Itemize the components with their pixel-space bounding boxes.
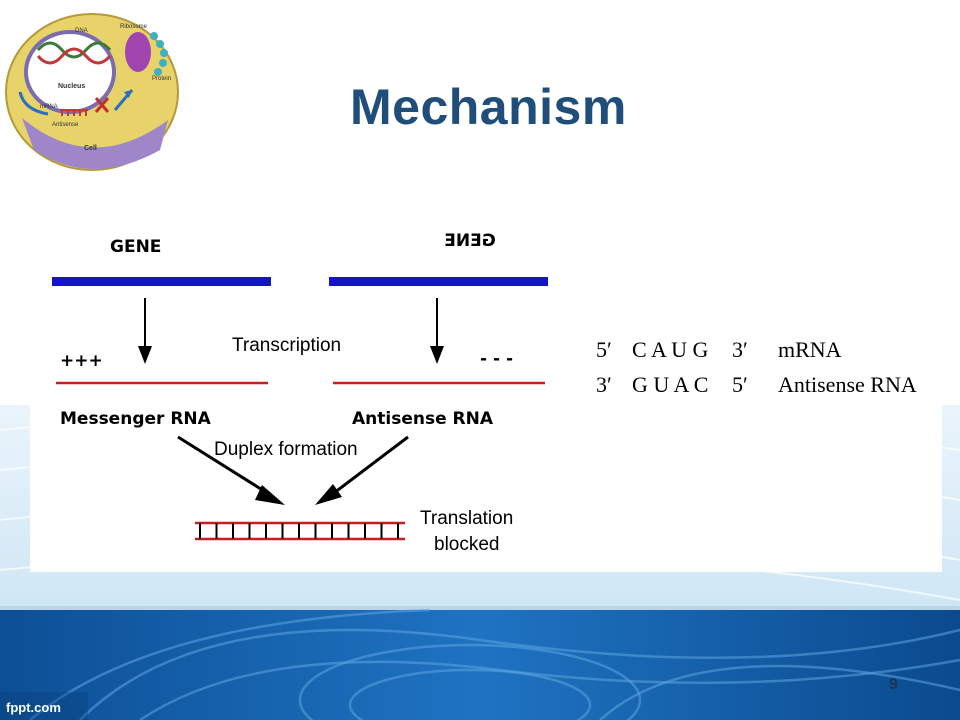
sequence-pairing: 5′ C A U G 3′ mRNA 3′ G U A C 5′ Antisen… [596, 337, 917, 397]
logo-label-nucleus: Nucleus [58, 83, 85, 90]
seq-row1-five: 5′ [596, 337, 612, 362]
gene-label-right-mirrored: GENE [444, 231, 495, 251]
gene-label-left: GENE [110, 237, 161, 257]
logo-label-mrna: mRNA [40, 104, 58, 110]
transcription-label: Transcription [232, 335, 341, 356]
cell-membrane [22, 118, 168, 169]
translation-label-line1: Translation [420, 508, 513, 529]
logo-label-antisense: Antisense [52, 122, 79, 128]
slide-title: Mechanism [350, 79, 627, 135]
messenger-rna-label: Messenger RNA [60, 409, 212, 429]
duplex-formation-label: Duplex formation [214, 439, 358, 460]
seq-row2-five: 3′ [596, 372, 612, 397]
duplex-arrow-right [329, 435, 409, 498]
translation-arrowhead [124, 90, 132, 98]
seq-row2-label: Antisense RNA [778, 372, 917, 397]
seq-row2-bases: G U A C [632, 372, 708, 397]
content-panel [30, 212, 942, 572]
logo-label-cell: Cell [84, 145, 97, 152]
cell-logo: DNA Ribosome Protein Nucleus mRNA Antise… [5, 13, 179, 171]
duplex-arrowhead-right [315, 484, 342, 505]
seq-row1-three: 3′ [732, 337, 748, 362]
antisense-diagram: GENE GENE Transcription +++ - - - Messen… [52, 231, 548, 555]
blocked-x-icon [94, 97, 110, 113]
dna-strand-2 [36, 47, 112, 65]
charge-label-left: +++ [60, 351, 103, 371]
duplex-arrow-left [177, 435, 273, 498]
gene-label-right: GENE [444, 231, 495, 251]
gene-bar-left [52, 277, 271, 286]
footer-divider [0, 606, 960, 610]
logo-label-protein: Protein [152, 76, 171, 82]
transcription-arrowhead-right [430, 346, 444, 364]
footer-swirls [29, 608, 960, 720]
transcription-arrowhead-left [138, 346, 152, 364]
duplex-base-pairs [199, 523, 399, 539]
antisense-rna-label: Antisense RNA [352, 409, 494, 429]
export-arrow [18, 91, 49, 116]
protein-chain-icon [150, 32, 168, 76]
rna-duplex [195, 521, 405, 541]
logo-label-ribosome: Ribosome [120, 24, 148, 30]
mrna-comb [60, 109, 88, 116]
charge-label-right: - - - [480, 349, 513, 369]
logo-label-dna: DNA [75, 28, 88, 34]
footer-band [0, 610, 960, 720]
seq-row2-three: 5′ [732, 372, 748, 397]
page-number: 9 [889, 676, 898, 693]
dna-strand [36, 41, 112, 59]
seq-row1-label: mRNA [778, 337, 842, 362]
brand-label: fppt.com [6, 700, 61, 715]
gene-bar-right [329, 277, 548, 286]
translation-label-line2: blocked [434, 534, 500, 555]
nucleus [24, 30, 116, 114]
seq-row1-bases: C A U G [632, 337, 709, 362]
ribosome-icon [125, 32, 151, 72]
brand-backdrop [0, 692, 88, 720]
duplex-arrowhead-left [255, 485, 285, 505]
